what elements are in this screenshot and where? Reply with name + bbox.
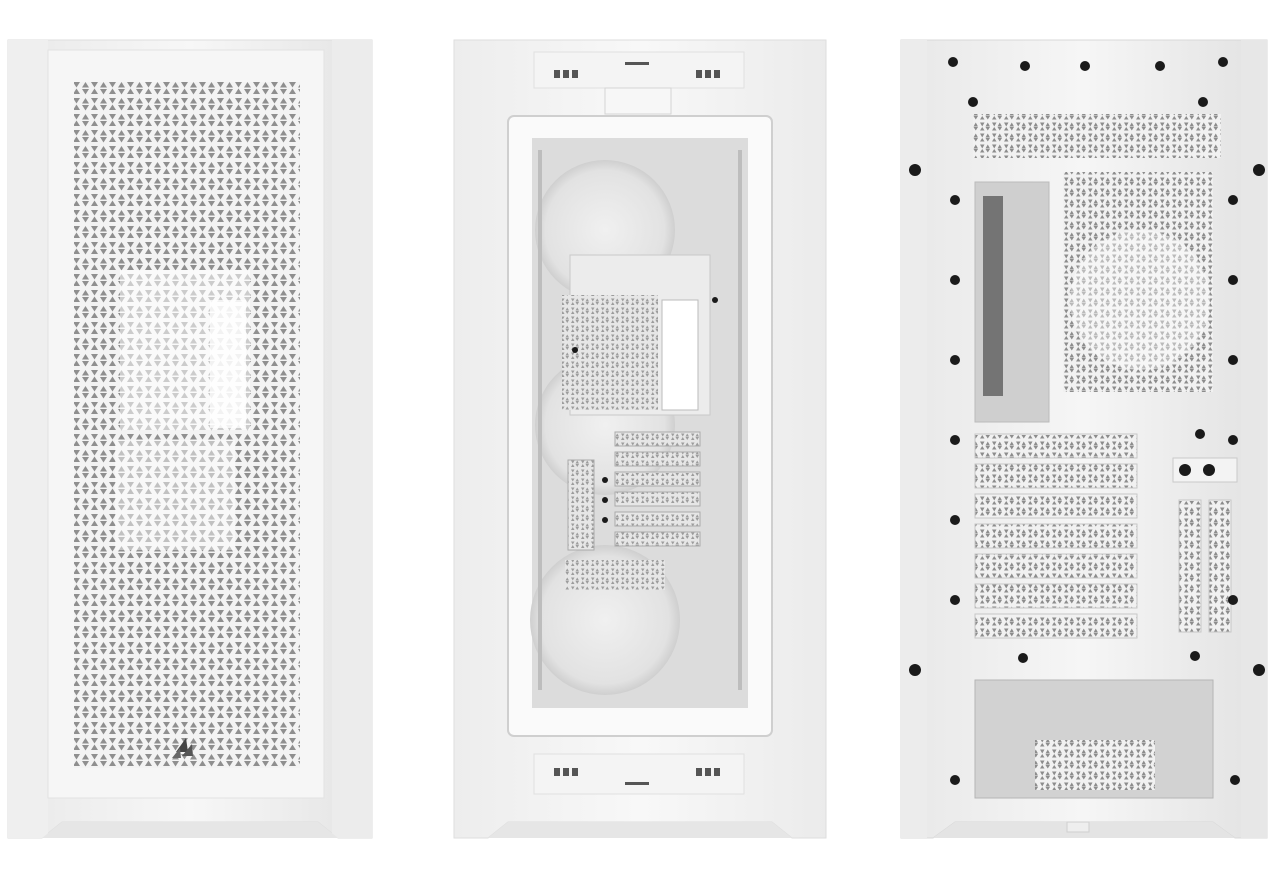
corsair-logo-icon (172, 738, 193, 758)
case-rear-illustration (900, 39, 1268, 839)
case-rear-view (895, 0, 1280, 880)
case-front-view (0, 0, 380, 880)
case-side-view (450, 0, 830, 880)
case-side-illustration (453, 39, 827, 839)
brand-logo-text (170, 790, 200, 791)
case-front-illustration (7, 39, 373, 839)
